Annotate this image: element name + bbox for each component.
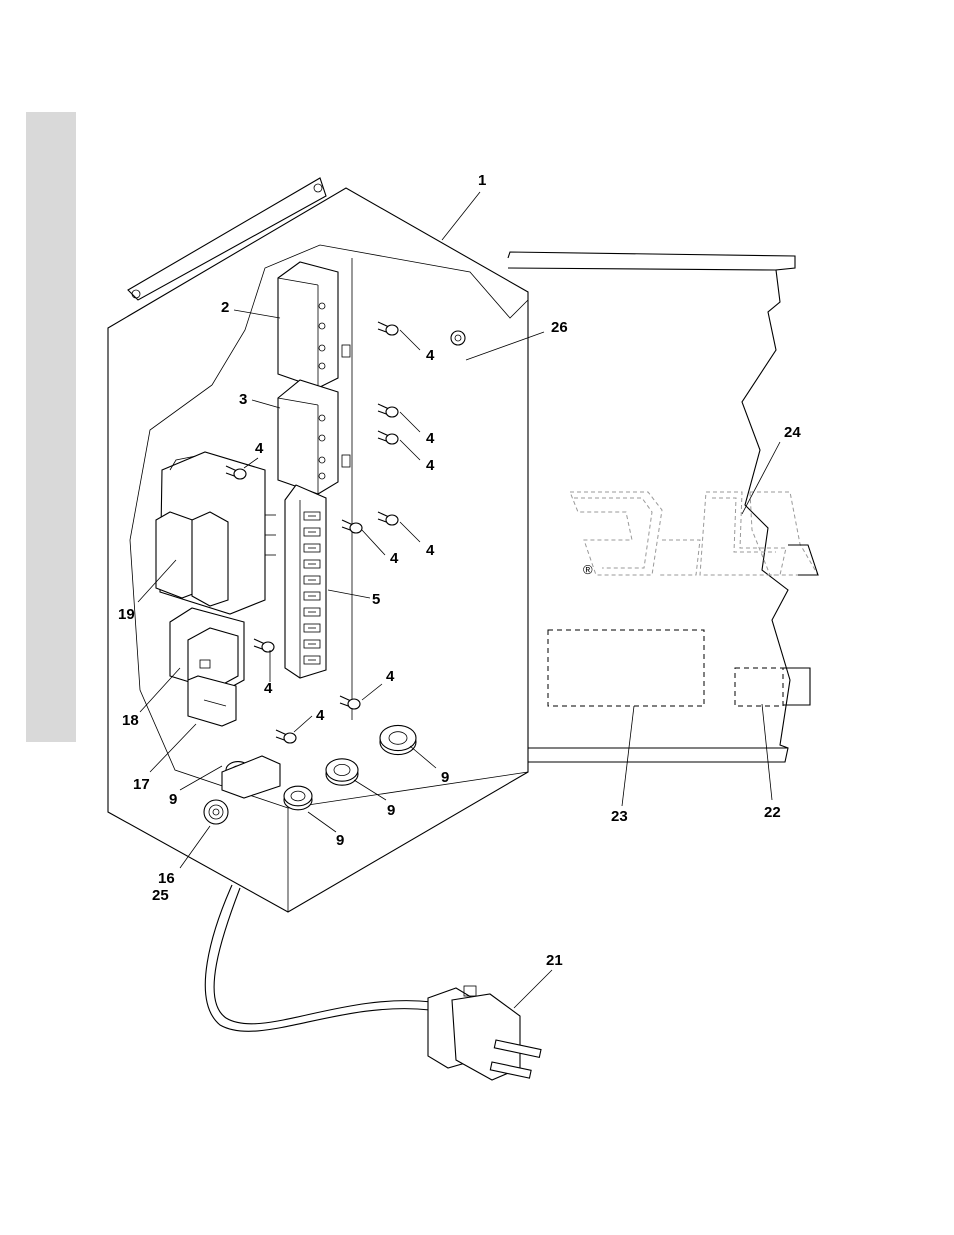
callout-22: 22 (764, 804, 781, 821)
screw (254, 639, 274, 652)
callout-9c: 9 (387, 802, 395, 819)
power-cord-21 (205, 885, 541, 1080)
callout-4e: 4 (426, 542, 435, 559)
callout-4h: 4 (386, 668, 395, 685)
callout-21: 21 (546, 952, 563, 969)
cable-clamp (222, 756, 280, 798)
screw (340, 696, 360, 709)
switch-3 (278, 380, 350, 494)
screw (378, 431, 398, 444)
screw (378, 404, 398, 417)
callout-1: 1 (478, 172, 486, 189)
screw (276, 730, 296, 743)
callout-4i: 4 (316, 707, 325, 724)
callout-23: 23 (611, 808, 628, 825)
callout-4f: 4 (390, 550, 399, 567)
callout-4a: 4 (426, 347, 435, 364)
logo-outline (570, 492, 818, 575)
callout-26: 26 (551, 319, 568, 336)
callout-16: 16 (158, 870, 175, 887)
transformer-19 (156, 452, 276, 614)
callout-4c: 4 (255, 440, 264, 457)
screw (378, 512, 398, 525)
callout-25: 25 (152, 887, 169, 904)
callout-4d: 4 (426, 457, 435, 474)
callout-9a: 9 (441, 769, 449, 786)
callout-18: 18 (122, 712, 139, 729)
bushing (284, 786, 312, 810)
switch-2 (278, 262, 350, 388)
callout-9b: 9 (169, 791, 177, 808)
terminal-strip-5 (285, 485, 326, 678)
label-area-22 (735, 668, 783, 706)
registered-mark: ® (583, 562, 593, 577)
callout-9d: 9 (336, 832, 344, 849)
bushing (380, 725, 416, 754)
callout-19: 19 (118, 606, 135, 623)
fuse-holder-16 (204, 800, 228, 824)
callout-17: 17 (133, 776, 150, 793)
screw (378, 322, 398, 335)
callout-3: 3 (239, 391, 247, 408)
callout-4g: 4 (264, 680, 273, 697)
label-area-23 (548, 630, 704, 706)
callout-5: 5 (372, 591, 380, 608)
callout-2: 2 (221, 299, 229, 316)
callout-4b: 4 (426, 430, 435, 447)
bushing (326, 759, 358, 785)
callout-24: 24 (784, 424, 801, 441)
